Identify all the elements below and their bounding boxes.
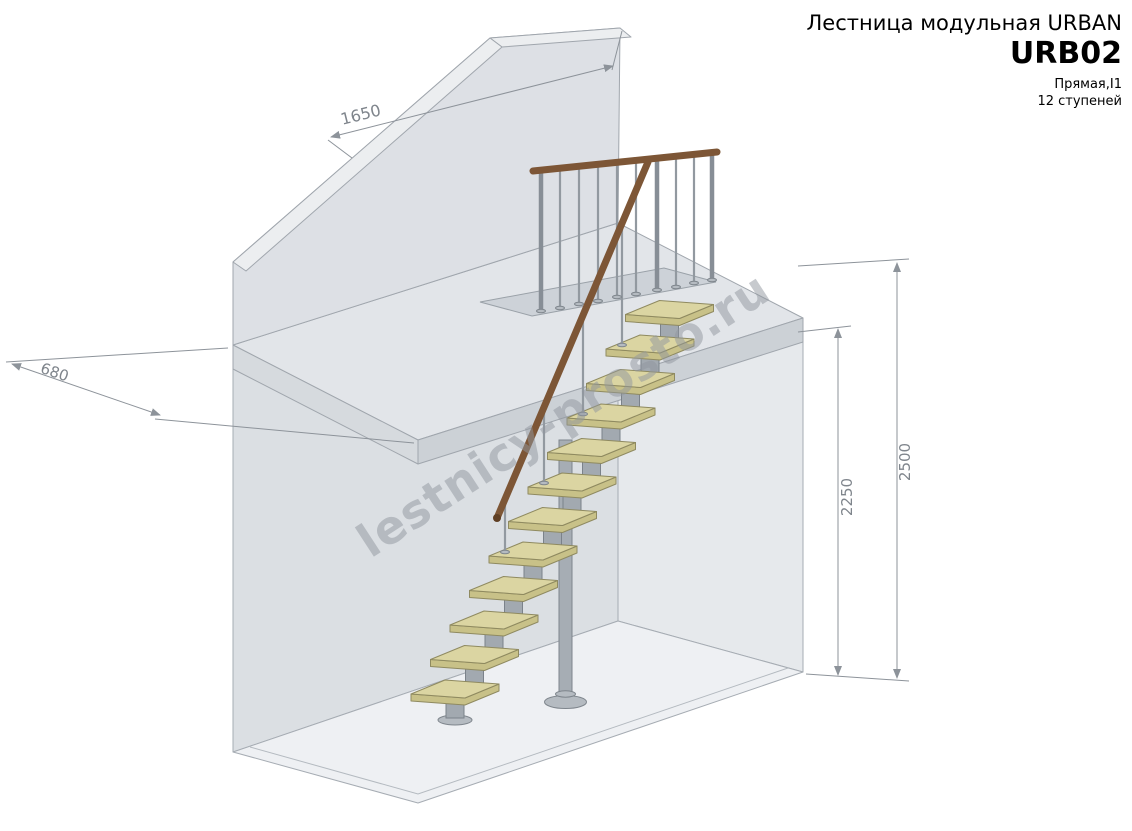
stair-tread (586, 369, 675, 408)
landing-railing (493, 148, 721, 522)
landing-handrail (529, 148, 721, 175)
stair-tread (566, 403, 656, 443)
stair-tread (508, 507, 597, 546)
product-series: Лестница модульная URBAN (806, 11, 1123, 35)
steps-count-label: 12 ступеней (1037, 93, 1122, 109)
dimension-label-1650: 1650 (339, 101, 383, 129)
stair-tread (430, 645, 519, 684)
stair-tread (410, 679, 500, 719)
stair-tread (547, 438, 636, 477)
stair-tread (625, 300, 714, 339)
staircase (410, 223, 714, 726)
stair-balusters (500, 223, 627, 555)
stair-tread (488, 541, 578, 581)
dimension-2500: 2500 (797, 258, 914, 682)
stair-handrail (493, 158, 652, 522)
railing-balusters (538, 152, 715, 311)
title-block: Лестница модульная URBAN URB02 Прямая,I1… (807, 10, 1123, 111)
handrail-end-cap (493, 514, 501, 522)
stair-tread (469, 576, 558, 615)
stair-tread (449, 610, 539, 650)
dimension-label-680: 680 (38, 359, 71, 385)
dimension-label-2500: 2500 (896, 443, 914, 481)
model-code: URB02 (1009, 36, 1122, 72)
dimension-2250: 2250 (797, 325, 856, 676)
stair-type: Прямая,I1 (1054, 76, 1122, 92)
stair-tread (527, 472, 617, 512)
railing-flanges (536, 277, 717, 314)
dimension-label-2250: 2250 (838, 478, 856, 516)
